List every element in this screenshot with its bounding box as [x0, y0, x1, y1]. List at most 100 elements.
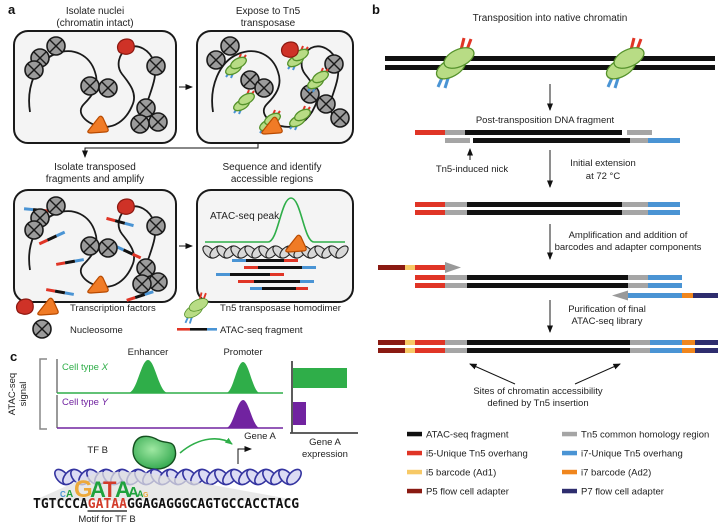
panel-a-label: a: [8, 2, 16, 17]
strand-bottom: [378, 348, 718, 353]
strand-top: [378, 340, 718, 345]
arrow-site-right: [574, 363, 621, 385]
legend-swatch: [562, 431, 577, 437]
step1-title-line1: Isolate nuclei: [66, 6, 124, 17]
step3-title-line1: Isolate transposed: [54, 162, 136, 173]
box-isolate-nuclei: [13, 30, 177, 144]
legend-item: Tn5 common homology region: [562, 430, 709, 441]
panel-b: b Transposition into native chromatin Po…: [372, 2, 718, 498]
legend-swatch: [407, 450, 422, 456]
legend-item: i7-Unique Tn5 overhang: [562, 449, 683, 460]
panel-b-label: b: [372, 2, 380, 17]
native-chromatin-dna: [385, 36, 715, 90]
expression-label-line2: expression: [302, 449, 348, 460]
nucleosome-icon: [148, 272, 168, 292]
amplification-label-line2: barcodes and adapter components: [555, 242, 702, 253]
tn5-transposase-icon: [601, 36, 649, 90]
nucleosome-icon: [46, 196, 66, 216]
legend-label: i7-Unique Tn5 overhang: [581, 449, 683, 460]
track-cell-type-x: Cell type X: [56, 359, 283, 394]
track-cell-type-y: Cell type Y: [56, 395, 283, 429]
step2-title-line2: transposase: [241, 18, 296, 29]
enhancer-peak: [128, 360, 168, 393]
forward-primer: [378, 262, 461, 273]
nucleosome-icon: [146, 56, 166, 76]
nucleosome-icon: [206, 50, 226, 70]
expression-bar-x: [293, 368, 347, 388]
logo-letter: G: [143, 492, 149, 499]
tf-b-label: TF B: [87, 445, 108, 456]
box-isolate-fragments: [13, 189, 177, 303]
atac-peak-curve: [205, 197, 345, 243]
box-sequence-identify: ATAC-seq peak: [196, 189, 354, 303]
nucleosome-icon: [24, 220, 44, 240]
post-transposition-label: Post-transposition DNA fragment: [476, 115, 615, 126]
sites-label-line1: Sites of chromatin accessibility: [473, 386, 603, 397]
enhancer-label: Enhancer: [128, 347, 169, 358]
legend-label: P5 flow cell adapter: [426, 487, 509, 498]
panel-c: c ATAC-seq signal Enhancer Promoter Cell…: [7, 347, 358, 525]
legend-item: ATAC-seq fragment: [407, 430, 509, 441]
legend-item: i5-Unique Tn5 overhang: [407, 449, 528, 460]
arrow-step2-step3: [82, 143, 259, 158]
nucleosome-icon: [80, 236, 100, 256]
nucleosome-icon: [98, 78, 118, 98]
svg-text:ATAC-seq: ATAC-seq: [7, 373, 18, 415]
transcription-factor-red-icon: [116, 38, 135, 55]
amplification-label-line1: Amplification and addition of: [569, 230, 688, 241]
primer-arrowhead: [612, 290, 628, 301]
duplex: [415, 275, 682, 288]
atac-peak-label: ATAC-seq peak: [210, 211, 280, 222]
strand-top: [415, 130, 652, 135]
arrow-site-left: [469, 363, 516, 385]
amplification-step: [378, 262, 718, 301]
nucleosome-icon: [130, 114, 150, 134]
gene-a-expression-chart: Gene A expression: [290, 361, 358, 460]
nucleosome-icon: [132, 274, 152, 294]
legend-label: P7 flow cell adapter: [581, 487, 664, 498]
promoter-peak-y: [226, 400, 260, 428]
y-axis-label: ATAC-seq signal: [7, 373, 29, 415]
purification-label-line2: ATAC-seq library: [572, 316, 643, 327]
legend-swatch: [562, 450, 577, 456]
legend-item: i5 barcode (Ad1): [407, 468, 496, 479]
dna-sequence: TGTCCCAGATAAGGAGAGGGCAGTGCCACCTACG: [33, 497, 299, 512]
legend-fragment: ATAC-seq fragment: [220, 325, 303, 336]
sequence-logo: C A G A T A A A G: [60, 476, 149, 503]
logo-letter: G: [74, 476, 93, 503]
strand-top: [415, 202, 680, 207]
legend-label: i5-Unique Tn5 overhang: [426, 449, 528, 460]
cell-type-y-label: Cell type Y: [62, 397, 109, 408]
box-expose-tn5: [196, 30, 354, 144]
sequenced-fragments: [216, 259, 316, 290]
legend-swatch: [562, 488, 577, 494]
logo-letter: A: [66, 489, 73, 500]
expression-label-line1: Gene A: [309, 437, 341, 448]
step4-title-line2: accessible regions: [231, 174, 313, 185]
zoom-beam: [33, 472, 300, 501]
purification-label-line1: Purification of final: [568, 304, 646, 315]
panel-c-label: c: [10, 349, 17, 364]
legend-swatch: [407, 488, 422, 494]
cell-type-x-label: Cell type X: [62, 362, 109, 373]
legend-tn5: Tn5 transposase homodimer: [220, 303, 341, 314]
panel-a: a Isolate nuclei (chromatin intact) Expo…: [8, 2, 354, 339]
transcription-start-arrow: [237, 446, 252, 464]
tf-b-protein: [132, 435, 177, 470]
legend-nucleosome: Nucleosome: [70, 325, 123, 336]
strand-bottom: [445, 138, 680, 143]
sites-label-line2: defined by Tn5 insertion: [487, 398, 588, 409]
legend-item: P5 flow cell adapter: [407, 487, 509, 498]
legend-item: i7 barcode (Ad2): [562, 468, 651, 479]
legend-swatch: [407, 469, 422, 475]
logo-letter: C: [60, 490, 66, 499]
panel-a-legend: Transcription factors Nucleosome Tn5 tra…: [15, 291, 341, 339]
strand-bottom: [415, 210, 680, 215]
transcription-factor-red-icon: [116, 198, 135, 215]
extension-label-line2: at 72 °C: [586, 171, 621, 182]
primer-arrowhead: [445, 262, 461, 273]
step3-title-line2: fragments and amplify: [46, 174, 144, 185]
transcription-factor-red-icon: [280, 41, 299, 58]
logo-letter: T: [103, 477, 117, 502]
